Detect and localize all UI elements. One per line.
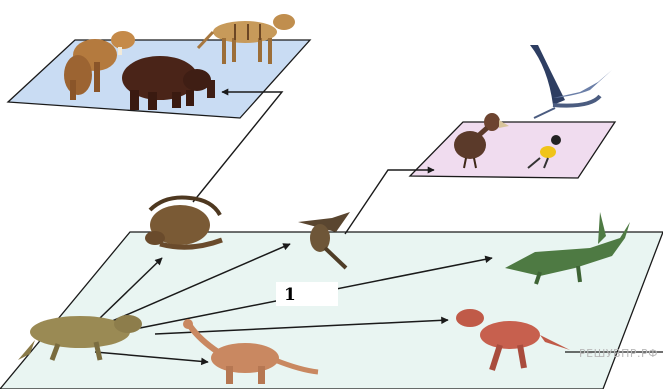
number-label: 1 xyxy=(284,285,296,305)
bird-plane xyxy=(410,122,615,178)
heron-figure xyxy=(530,45,612,118)
watermark-text: РЕШУВПР.РФ xyxy=(579,347,658,360)
connector-to-birds xyxy=(345,170,434,234)
